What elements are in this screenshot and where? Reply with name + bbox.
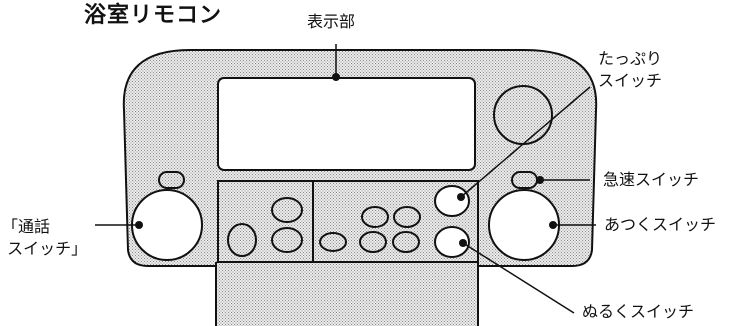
kyusoku-switch-label: 急速スイッチ — [603, 170, 700, 189]
kyusoku-button[interactable] — [511, 171, 538, 189]
page-title: 浴室リモコン — [84, 3, 223, 28]
speaker-circle — [493, 85, 553, 145]
remote-stand — [216, 262, 478, 326]
callout-dots — [135, 73, 557, 247]
atsuku-button[interactable] — [488, 189, 560, 261]
callout-lines — [95, 44, 596, 314]
tappuri-switch-label: たっぷり スイッチ — [598, 49, 663, 90]
panel-button[interactable] — [359, 231, 387, 253]
tappuri-button[interactable] — [434, 185, 470, 217]
panel-button[interactable] — [392, 231, 420, 253]
panel-button[interactable] — [361, 206, 389, 228]
panel-button[interactable] — [271, 197, 303, 223]
panel-button[interactable] — [227, 223, 257, 257]
display-screen — [217, 77, 476, 171]
panel-button[interactable] — [271, 227, 303, 253]
nuruku-button[interactable] — [434, 226, 470, 258]
atsuku-switch-label: あつくスイッチ — [604, 215, 717, 234]
panel-button[interactable] — [393, 206, 421, 228]
panel-button[interactable] — [319, 232, 347, 252]
control-panel — [217, 180, 479, 263]
small-left-button[interactable] — [158, 171, 185, 189]
nuruku-switch-label: ぬるくスイッチ — [582, 302, 695, 321]
display-label: 表示部 — [307, 12, 356, 31]
call-switch-label: 「通話 スイッチ」 — [2, 217, 88, 258]
